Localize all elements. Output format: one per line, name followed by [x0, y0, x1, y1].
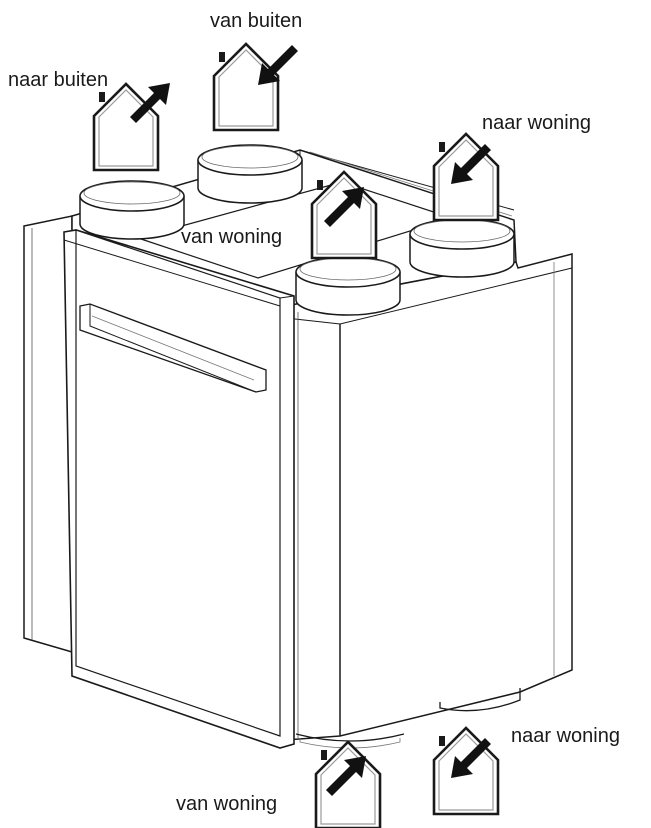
arrow-down-left-icon: [258, 45, 298, 85]
badge-naar-woning-top: [432, 132, 500, 222]
duct-top-front: [295, 256, 401, 316]
label-van-woning-top: van woning: [181, 226, 283, 248]
house-icon: [92, 82, 160, 172]
right-side-panel: [285, 253, 573, 741]
label-naar-woning-top: naar woning: [482, 112, 591, 134]
badge-naar-buiten: [92, 82, 170, 172]
house-icon: [212, 42, 280, 132]
duct-top-back: [197, 144, 303, 204]
label-naar-woning-bottom: naar woning: [511, 725, 620, 747]
duct-top-right: [409, 218, 515, 278]
house-icon: [314, 740, 382, 828]
badge-naar-woning-bottom: [432, 726, 500, 816]
duct-top-left: [79, 180, 185, 240]
label-van-buiten: van buiten: [210, 10, 303, 32]
door-handle: [79, 303, 267, 393]
badge-van-buiten: [212, 42, 298, 132]
label-naar-buiten: naar buiten: [8, 69, 109, 91]
bottom-duct-right: [439, 688, 521, 712]
label-van-woning-bottom: van woning: [176, 793, 278, 815]
badge-van-woning-bottom: [314, 740, 382, 828]
